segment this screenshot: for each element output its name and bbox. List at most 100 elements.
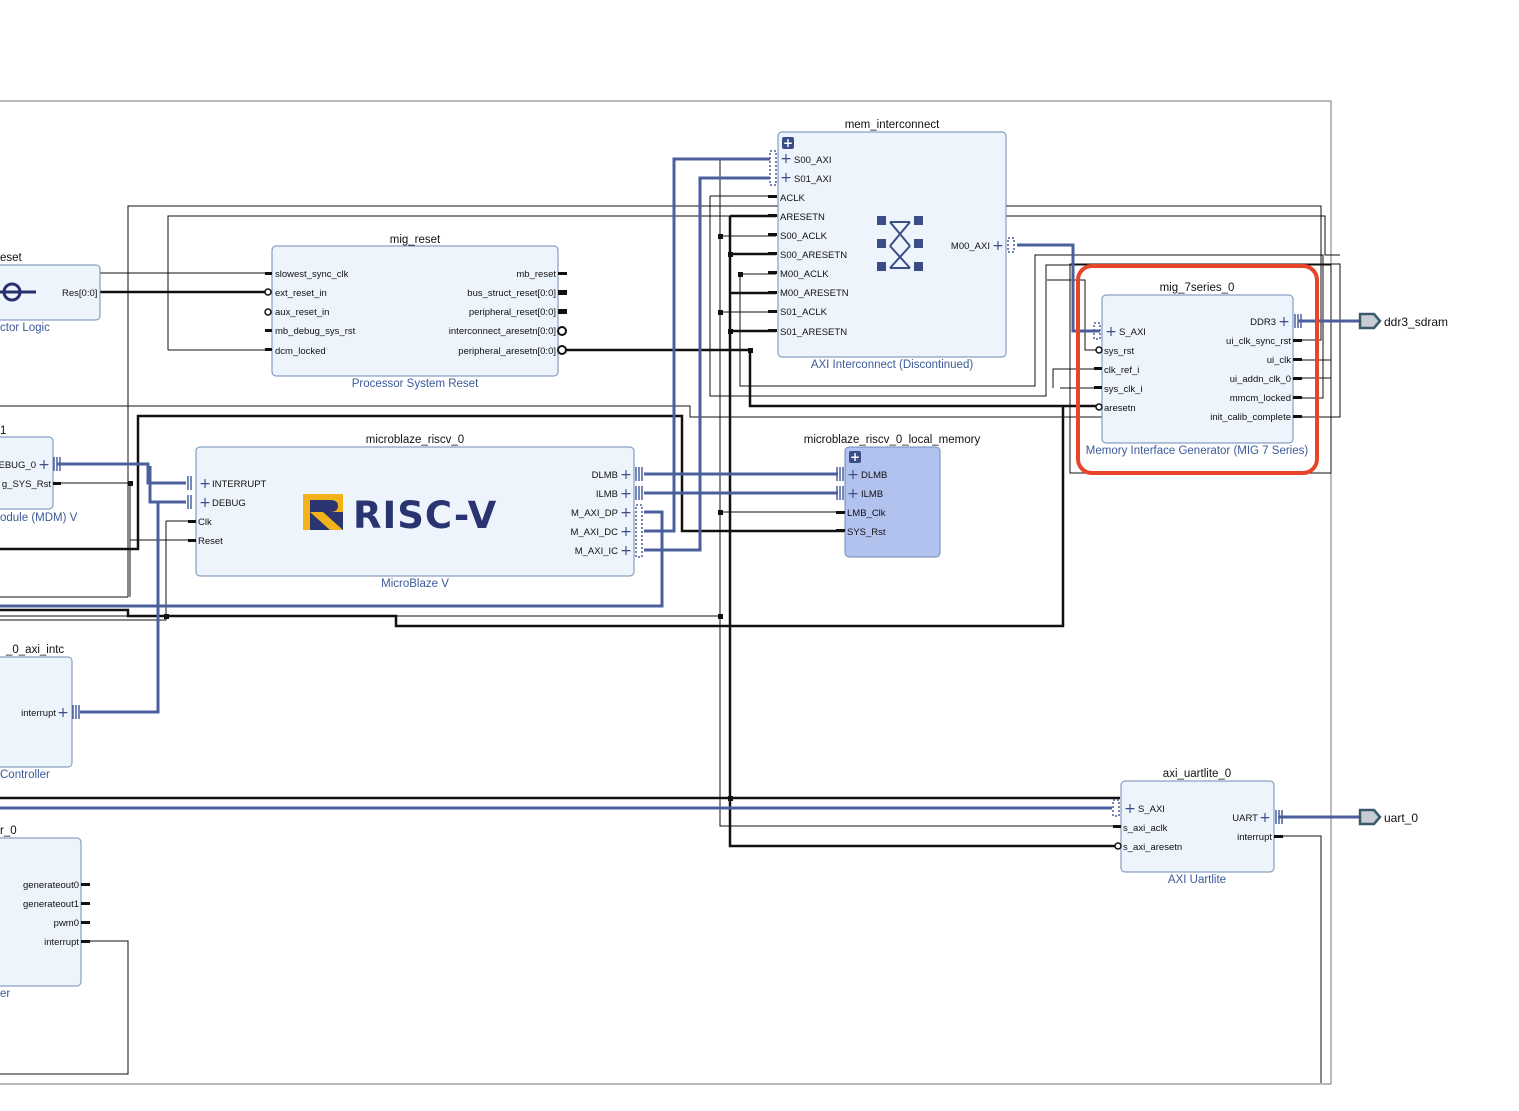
port-m-axi-dp: M_AXI_DP — [571, 508, 618, 519]
port-ilmb: ILMB — [596, 489, 618, 500]
timer-partial-block[interactable]: r_0 er generateout0 generateout1 pwm0 in… — [0, 825, 90, 1000]
port-s00-aresetn: S00_ARESETN — [780, 250, 847, 261]
port-debug: EBUG_0 — [0, 460, 36, 471]
port-bus-struct-reset: bus_struct_reset[0:0] — [467, 288, 556, 299]
svg-text:+: + — [620, 543, 632, 559]
svg-text:+: + — [780, 151, 792, 167]
block-title: axi_uartlite_0 — [1163, 768, 1231, 780]
block-subtitle: ctor Logic — [0, 322, 50, 334]
selection-highlight — [1076, 264, 1319, 475]
proc-sys-reset-partial-block[interactable]: eset ctor Logic Res[0:0] — [0, 252, 101, 334]
external-port-ddr3-sdram[interactable]: ddr3_sdram — [1358, 312, 1448, 330]
port-mb-debug-sys-rst: mb_debug_sys_rst — [275, 326, 356, 337]
port-init-calib-complete: init_calib_complete — [1210, 412, 1291, 423]
microblaze-riscv-block[interactable]: microblaze_riscv_0 MicroBlaze V RISC-V +… — [187, 434, 643, 590]
block-subtitle: Memory Interface Generator (MIG 7 Series… — [1086, 445, 1309, 457]
svg-text:+: + — [38, 457, 50, 473]
port-s-axi-aclk: s_axi_aclk — [1123, 823, 1168, 834]
hierarchy-frame — [0, 100, 1332, 1085]
svg-text:+: + — [1278, 314, 1290, 330]
port-sys-clk-i: sys_clk_i — [1104, 384, 1143, 395]
crossbar-icon — [877, 216, 923, 271]
port-generateout1: generateout1 — [23, 899, 79, 910]
port-arrow-icon — [1358, 808, 1382, 826]
external-port-uart[interactable]: uart_0 — [1358, 808, 1418, 826]
port-aresetn: aresetn — [1104, 403, 1136, 414]
port-interrupt: interrupt — [21, 708, 56, 719]
block-title: r_0 — [0, 825, 17, 837]
svg-text:+: + — [847, 486, 859, 502]
port-aux-reset-in: aux_reset_in — [275, 307, 329, 318]
port-ui-clk-sync-rst: ui_clk_sync_rst — [1226, 336, 1291, 347]
block-subtitle: AXI Uartlite — [1168, 874, 1226, 886]
svg-text:+: + — [992, 238, 1004, 254]
axi-intc-partial-block[interactable]: _0_axi_intc Controller + interrupt — [0, 644, 80, 781]
block-title: microblaze_riscv_0 — [366, 434, 464, 446]
svg-text:+: + — [1124, 801, 1136, 817]
axi-buses — [0, 157, 1360, 819]
svg-text:+: + — [1105, 324, 1117, 340]
block-subtitle: MicroBlaze V — [381, 578, 449, 590]
block-subtitle: AXI Interconnect (Discontinued) — [811, 359, 974, 371]
block-title: eset — [0, 252, 23, 264]
port-arrow-icon — [1358, 312, 1382, 330]
mig-7series-block[interactable]: mig_7series_0 Memory Interface Generator… — [1076, 264, 1319, 475]
port-s00-aclk: S00_ACLK — [780, 231, 828, 242]
port-lmb-clk: LMB_Clk — [847, 508, 886, 519]
port-mb-reset: mb_reset — [516, 269, 556, 280]
port-generateout0: generateout0 — [23, 880, 79, 891]
port-m00-axi: M00_AXI — [951, 241, 990, 252]
block-title: 1 — [0, 425, 6, 437]
port-s-axi-aresetn: s_axi_aresetn — [1123, 842, 1182, 853]
block-title: microblaze_riscv_0_local_memory — [804, 434, 981, 446]
block-subtitle: er — [0, 988, 10, 1000]
block-title: mig_7series_0 — [1160, 282, 1235, 294]
port-s-axi: S_AXI — [1138, 804, 1165, 815]
svg-text:+: + — [780, 170, 792, 186]
expand-icon[interactable] — [849, 451, 861, 463]
port-interrupt: interrupt — [44, 937, 79, 948]
svg-text:+: + — [199, 495, 211, 511]
junction-dots — [128, 234, 753, 801]
port-mmcm-locked: mmcm_locked — [1230, 393, 1291, 404]
svg-text:+: + — [199, 476, 211, 492]
port-slowest-sync-clk: slowest_sync_clk — [275, 269, 349, 280]
port-sys-rst: SYS_Rst — [847, 527, 886, 538]
external-port-label: ddr3_sdram — [1384, 315, 1448, 329]
port-sys-rst: sys_rst — [1104, 346, 1134, 357]
svg-text:+: + — [620, 486, 632, 502]
mem-interconnect-block[interactable]: mem_interconnect AXI Interconnect (Disco… — [768, 119, 1015, 371]
svg-text:+: + — [783, 136, 793, 150]
port-peripheral-aresetn: peripheral_aresetn[0:0] — [458, 346, 556, 357]
mdm-partial-block[interactable]: 1 odule (MDM) V + EBUG_0 g_SYS_Rst — [0, 425, 78, 524]
port-s00-axi: S00_AXI — [794, 155, 832, 166]
risc-v-logo-icon — [303, 494, 343, 530]
mig-reset-block[interactable]: mig_reset Processor System Reset slowest… — [264, 234, 567, 390]
port-peripheral-reset: peripheral_reset[0:0] — [469, 307, 556, 318]
svg-text:+: + — [57, 705, 69, 721]
port-uart: UART — [1232, 813, 1258, 824]
port-m-axi-dc: M_AXI_DC — [570, 527, 618, 538]
thick-nets — [0, 214, 1120, 848]
port-dlmb: DLMB — [592, 470, 618, 481]
port-ddr3: DDR3 — [1250, 317, 1276, 328]
port-ui-addn-clk-0: ui_addn_clk_0 — [1230, 374, 1291, 385]
port-aclk: ACLK — [780, 193, 805, 204]
port-interrupt: INTERRUPT — [212, 479, 267, 490]
port-dcm-locked: dcm_locked — [275, 346, 326, 357]
block-subtitle: Controller — [0, 769, 50, 781]
local-memory-block[interactable]: microblaze_riscv_0_local_memory + + + DL… — [804, 434, 981, 558]
port-ui-clk: ui_clk — [1267, 355, 1292, 366]
expand-icon[interactable] — [782, 137, 794, 149]
port-pwm0: pwm0 — [54, 918, 79, 929]
svg-text:+: + — [850, 450, 860, 464]
port-interconnect-aresetn: interconnect_aresetn[0:0] — [449, 326, 556, 337]
port-s01-aclk: S01_ACLK — [780, 307, 828, 318]
svg-text:+: + — [620, 505, 632, 521]
port-label: Res[0:0] — [62, 288, 97, 299]
block-subtitle: odule (MDM) V — [0, 512, 78, 524]
port-ilmb: ILMB — [861, 489, 883, 500]
axi-uartlite-block[interactable]: axi_uartlite_0 AXI Uartlite + + S_AXI s_… — [1112, 768, 1283, 886]
port-s01-axi: S01_AXI — [794, 174, 832, 185]
